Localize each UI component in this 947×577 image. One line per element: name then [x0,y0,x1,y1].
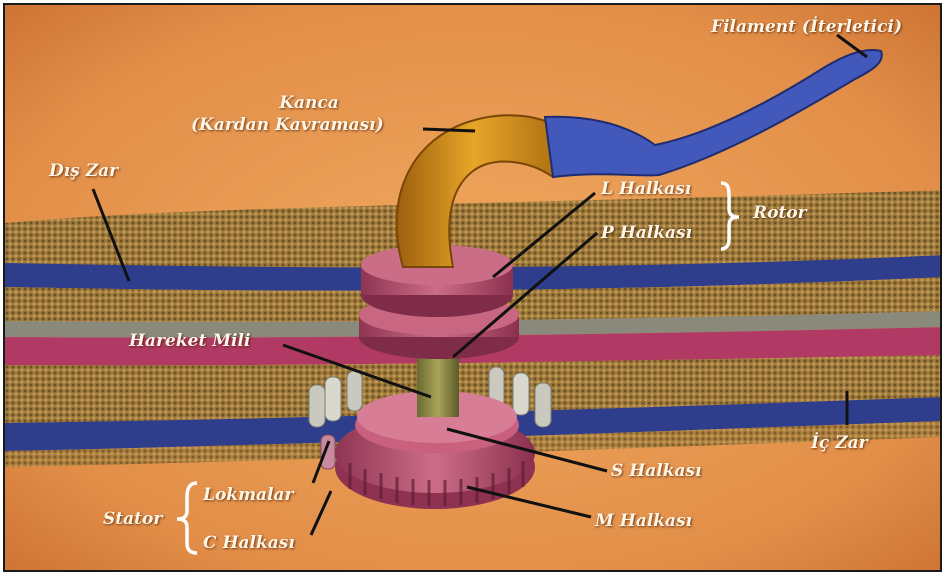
figure-frame: Filament (İterletici) Kanca (Kardan Kavr… [3,3,942,572]
drive-shaft-label: Hareket Mili [129,331,250,351]
hook-label-line1: Kanca [191,93,427,113]
inner-membrane-label: İç Zar [811,433,868,453]
hook-callout [423,129,475,131]
l-ring-label: L Halkası [601,179,691,199]
drive-shaft [417,355,459,417]
s-ring-label: S Halkası [611,461,702,481]
c-ring-label: C Halkası [203,533,295,553]
outer-membrane-label: Dış Zar [49,161,118,181]
diagram-illustration [5,5,942,572]
stator-label: Stator [103,509,162,529]
m-ring-label: M Halkası [595,511,692,531]
filament-label: Filament (İterletici) [711,17,902,37]
rotor-label: Rotor [753,203,807,223]
p-ring-label: P Halkası [601,223,692,243]
studs-label: Lokmalar [203,485,294,505]
hook-label-line2: (Kardan Kavraması) [191,115,384,135]
